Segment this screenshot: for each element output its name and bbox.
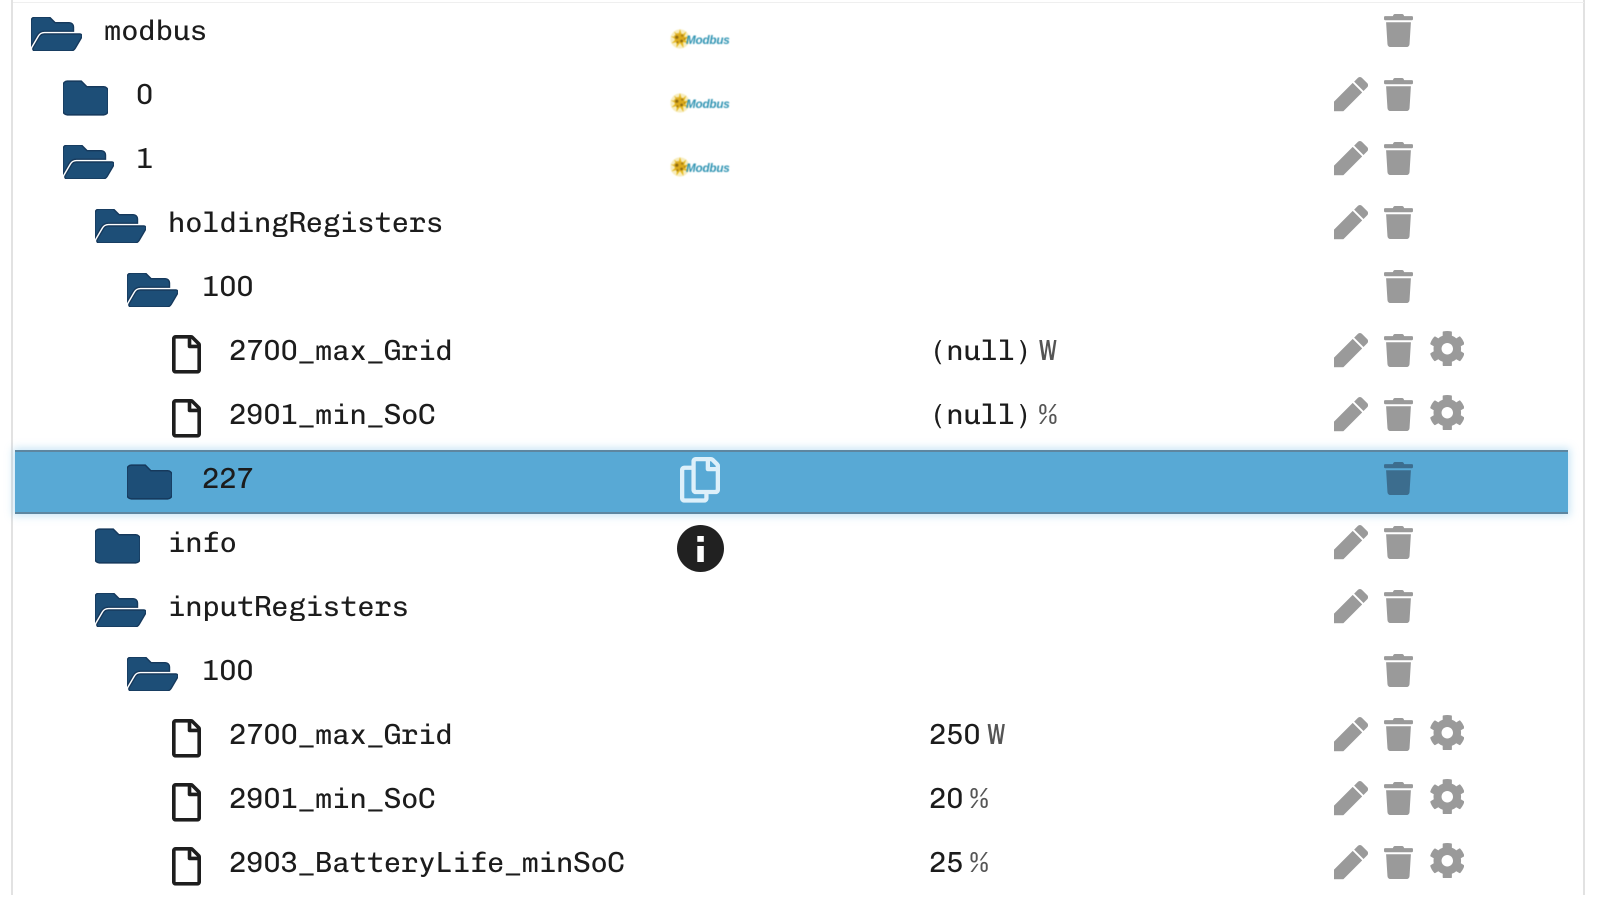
svg-text:Modbus: Modbus xyxy=(686,162,730,175)
svg-text:Modbus: Modbus xyxy=(686,34,730,47)
svg-text:Modbus: Modbus xyxy=(686,98,730,111)
